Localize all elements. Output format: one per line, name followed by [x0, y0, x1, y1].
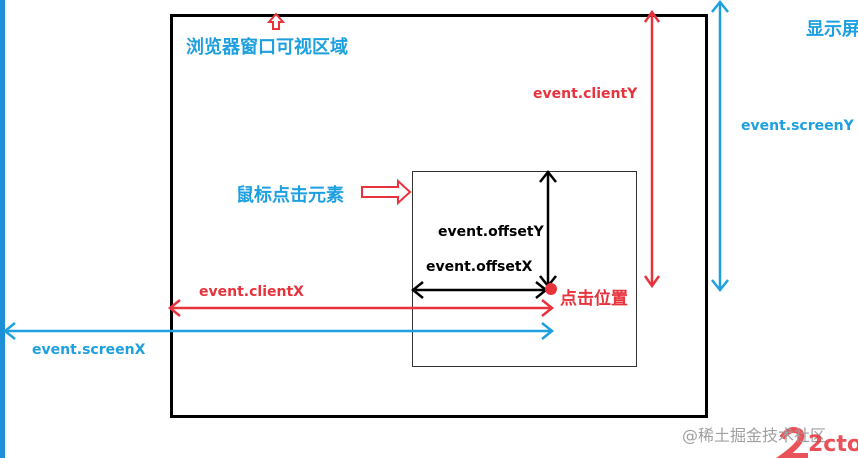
client-x-label: event.clientX — [199, 284, 304, 300]
clicked-element-box — [412, 171, 637, 367]
screen-x-label: event.screenX — [32, 342, 146, 358]
screen-y-label: event.screenY — [741, 118, 854, 134]
element-pointer-icon — [361, 178, 412, 206]
offset-x-label: event.offsetX — [426, 259, 533, 275]
client-x-arrow — [167, 299, 555, 317]
watermark-logo — [776, 427, 808, 458]
screen-y-arrow — [711, 0, 729, 293]
client-y-label: event.clientY — [533, 86, 638, 102]
watermark-text: @稀土掘金技术社区 — [682, 426, 827, 445]
offset-x-arrow — [410, 281, 549, 299]
browser-window-frame — [170, 14, 708, 418]
screen-left-edge — [0, 0, 5, 458]
screen-x-arrow — [2, 322, 555, 340]
offset-y-label: event.offsetY — [438, 224, 544, 240]
click-point-dot — [545, 283, 557, 295]
client-y-arrow — [643, 9, 661, 289]
click-position-label: 点击位置 — [560, 289, 628, 309]
watermark-logo-text: 2cto — [808, 432, 858, 457]
screen-label: 显示屏 — [806, 19, 858, 40]
browser-viewport-label: 浏览器窗口可视区域 — [186, 37, 348, 58]
viewport-pointer-icon — [266, 12, 286, 30]
target-element-label: 鼠标点击元素 — [236, 185, 344, 206]
